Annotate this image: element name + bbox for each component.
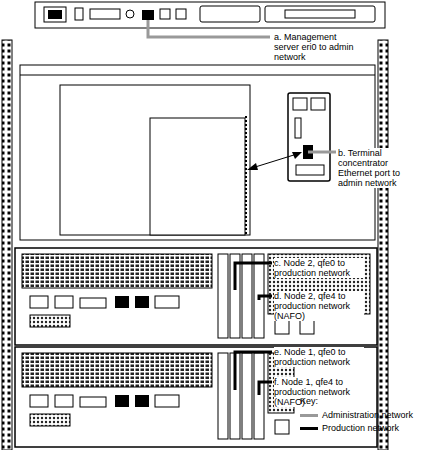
production-leader-line [259, 296, 272, 300]
rack-chassis [20, 65, 375, 240]
legend-line-sample [300, 414, 318, 417]
production-leader-line [235, 263, 272, 290]
management-server [35, 2, 385, 28]
legend-line-sample [300, 427, 318, 430]
node-2-server [15, 248, 377, 345]
rack-rail [2, 40, 12, 450]
callout-text: a. Management server eri0 to admin netwo… [274, 32, 360, 62]
connection-arrow [247, 152, 302, 170]
production-leader-line [235, 352, 272, 390]
callout-text: b. Terminal concentrator Ethernet port t… [338, 148, 424, 188]
callout-text: c. Node 2, qfe0 to production network [274, 258, 364, 278]
callout-text: d. Node 2, qfe4 to production network (N… [274, 291, 364, 321]
legend-row: Administration network [300, 409, 425, 421]
admin-leader-line [148, 20, 270, 37]
callout-text: f. Node 1, qfe4 to production network (N… [274, 377, 364, 407]
production-leader-line [259, 382, 272, 395]
legend-text: Administration network [322, 409, 413, 421]
legend-text: Production network [322, 422, 399, 434]
terminal-concentrator [288, 93, 330, 181]
rack-rail [378, 40, 388, 450]
legend-heading: Key: [300, 396, 360, 406]
admin-leader-line [308, 151, 336, 154]
legend-row: Production network [300, 422, 425, 434]
callout-text: e. Node 1, qfe0 to production network [274, 347, 364, 367]
